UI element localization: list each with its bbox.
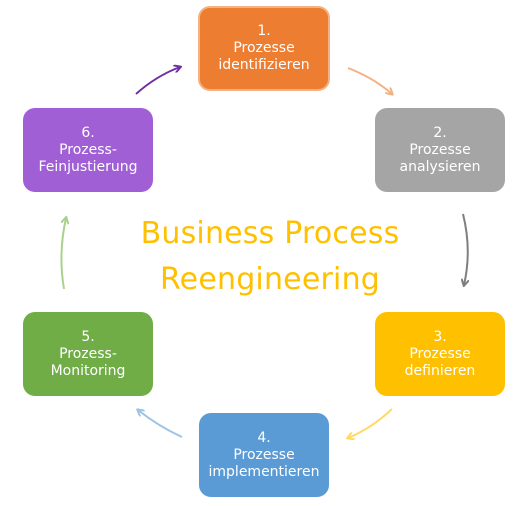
step-5-box: 5. Prozess- Monitoring (23, 312, 153, 396)
step-2-number: 2. (433, 124, 447, 141)
step-4-number: 4. (257, 429, 271, 446)
step-5-line-2: Monitoring (50, 362, 126, 379)
arrow-2-to-3 (463, 213, 468, 285)
step-2-line-1: Prozesse (409, 141, 471, 158)
step-5-number: 5. (81, 328, 95, 345)
step-4-line-1: Prozesse (233, 446, 295, 463)
step-1-box: 1. Prozesse identifizieren (198, 6, 330, 91)
step-2-line-2: analysieren (399, 158, 481, 175)
step-3-line-2: definieren (404, 362, 476, 379)
step-3-line-1: Prozesse (409, 345, 471, 362)
step-6-number: 6. (81, 124, 95, 141)
arrow-5-to-6 (60, 218, 66, 290)
step-6-line-1: Prozess- (59, 141, 117, 158)
step-4-box: 4. Prozesse implementieren (199, 413, 329, 497)
step-3-box: 3. Prozesse definieren (375, 312, 505, 396)
arrow-6-to-1 (135, 67, 180, 95)
step-6-box: 6. Prozess- Feinjustierung (23, 108, 153, 192)
step-3-number: 3. (433, 328, 447, 345)
step-1-line-1: Prozesse (233, 40, 295, 56)
diagram-title-line-2: Reengineering (159, 262, 381, 297)
diagram-title-line-1: Business Process (140, 216, 400, 251)
step-5-line-1: Prozess- (59, 345, 117, 362)
step-2-box: 2. Prozesse analysieren (375, 108, 505, 192)
step-1-line-2: identifizieren (218, 57, 310, 73)
step-6-line-2: Feinjustierung (38, 158, 138, 175)
arrow-1-to-2 (347, 67, 392, 94)
step-1-number: 1. (257, 23, 271, 39)
arrow-4-to-5 (138, 410, 183, 438)
arrow-3-to-4 (348, 408, 393, 438)
step-4-line-2: implementieren (208, 463, 320, 480)
